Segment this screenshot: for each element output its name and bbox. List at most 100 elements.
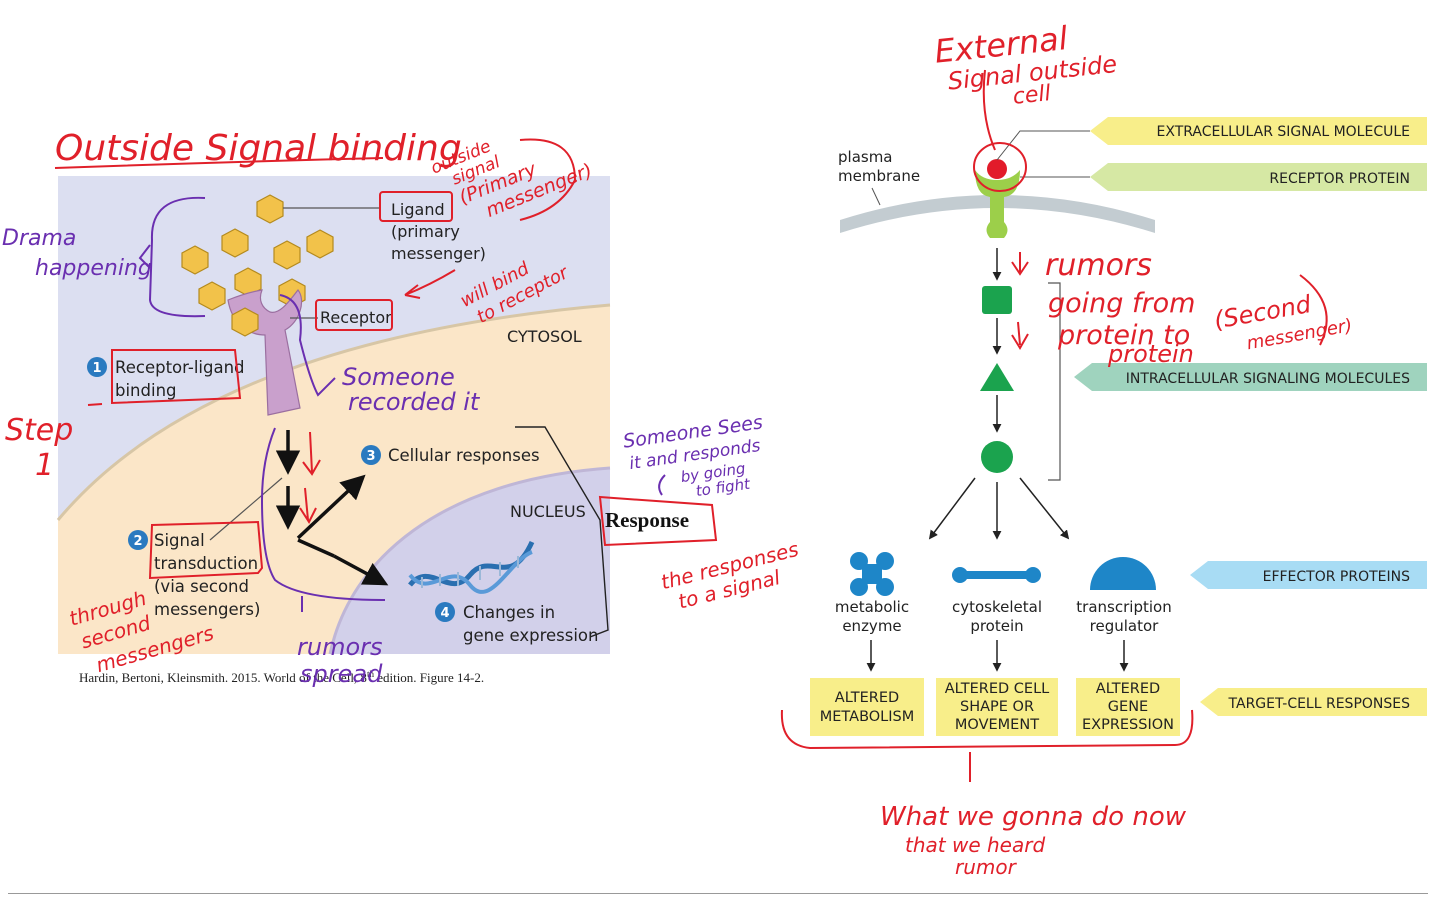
circle-signaling-molecule-icon	[981, 441, 1013, 473]
annotation-paren	[1299, 274, 1328, 346]
annotation-rumors: protein to	[1057, 320, 1190, 351]
ligand-hexagon	[273, 240, 301, 270]
annotation-line	[982, 69, 996, 151]
annotation-bracket	[780, 709, 1194, 750]
step-4-label: Changes in	[463, 603, 555, 622]
annotation-the-responses: the responses to a signal	[658, 537, 801, 614]
effector-label: protein	[970, 617, 1023, 635]
response-box-gene-expression	[1076, 678, 1180, 736]
step-1-badge	[87, 357, 107, 377]
banner-receptor	[1090, 163, 1427, 191]
banner-target-label: TARGET-CELL RESPONSES	[1228, 696, 1411, 712]
annotation-someone-recorded: Someone	[342, 363, 455, 391]
response-label: Response	[605, 508, 689, 532]
step-2-number: 2	[133, 534, 142, 549]
annotation-what-we: rumor	[955, 855, 1018, 879]
annotation-step: Step	[5, 413, 73, 448]
step-2-badge	[128, 530, 148, 550]
annotation-rumors-spread: rumors	[297, 633, 383, 661]
banner-receptor-label: RECEPTOR PROTEIN	[1269, 171, 1410, 187]
plasma-membrane-label: membrane	[838, 167, 920, 185]
figure-caption: Hardin, Bertoni, Kleinsmith. 2015. World…	[79, 669, 484, 685]
membrane-leader-line	[871, 187, 881, 206]
annotation-drama: Drama	[2, 226, 76, 251]
receptor-label: Receptor	[320, 308, 392, 327]
plasma-membrane-label: plasma	[838, 148, 893, 166]
response-text: ALTERED CELL	[945, 681, 1049, 697]
triangle-signaling-molecule-icon	[980, 363, 1014, 391]
annotation-drama: happening	[35, 256, 152, 281]
banner-effector	[1190, 561, 1427, 589]
effector-label: cytoskeletal	[952, 598, 1042, 616]
banner-target	[1200, 688, 1427, 716]
left-annotations: Outside Signal binding Drama happening o…	[2, 128, 801, 688]
annotation-rumors: rumors	[1045, 248, 1152, 283]
step-3-label: Cellular responses	[388, 446, 540, 465]
response-text: ALTERED	[835, 690, 899, 706]
annotation-underline	[54, 157, 384, 169]
annotation-paren	[658, 474, 666, 496]
annotation-arrowhead	[138, 244, 151, 269]
receptor-protein	[227, 289, 303, 416]
annotation-dash	[87, 403, 103, 406]
ligand-label: (primary	[391, 222, 460, 241]
plasma-membrane	[840, 195, 1155, 233]
annotation-step: 1	[35, 448, 54, 483]
nuclear-envelope	[328, 466, 611, 655]
banner-extracellular-label: EXTRACELLULAR SIGNAL MOLECULE	[1157, 124, 1410, 140]
step-3-badge	[361, 445, 381, 465]
cytoskeletal-protein-icon	[952, 567, 1041, 583]
step-2-label: transduction	[154, 554, 258, 573]
effector-label: metabolic	[835, 598, 909, 616]
step-2-label: messengers)	[154, 600, 260, 619]
right-figure: plasma membrane EXTRACELLULAR SIGNAL MOL…	[810, 117, 1427, 736]
step-4-label: gene expression	[463, 626, 598, 645]
banner-intracellular-label: INTRACELLULAR SIGNALING MOLECULES	[1126, 371, 1410, 387]
annotation-box-receptor	[315, 299, 393, 331]
annotation-bracket	[279, 294, 336, 397]
ligand-hexagon	[306, 229, 334, 259]
step-4-badge	[435, 602, 455, 622]
ligand-hexagon	[181, 245, 209, 275]
response-text: ALTERED	[1096, 681, 1160, 697]
transcription-regulator-icon	[1090, 557, 1156, 590]
response-text: METABOLISM	[820, 709, 915, 725]
dna-helix-icon	[408, 540, 535, 594]
annotation-rumors: going from	[1048, 288, 1195, 319]
metabolic-enzyme-icon	[850, 552, 894, 596]
annotation-someone-sees: Someone Sees it and responds by going to…	[622, 411, 764, 500]
effector-label: regulator	[1090, 617, 1160, 635]
square-signaling-molecule-icon	[982, 286, 1012, 314]
leader-line	[996, 130, 1090, 161]
step-3-number: 3	[366, 449, 375, 464]
annotation-bracket	[260, 427, 386, 601]
left-figure: Ligand (primary messenger) Receptor CYTO…	[56, 176, 689, 685]
effector-label: transcription	[1076, 598, 1171, 616]
ligand-label: messenger)	[391, 244, 486, 263]
annotation-external: External Signal outside cell	[933, 19, 1119, 110]
annotation-outside-signal-binding: Outside Signal binding	[55, 128, 462, 169]
ligand-hexagon	[256, 194, 284, 224]
effector-label: enzyme	[842, 617, 901, 635]
annotation-box-step1	[111, 349, 242, 405]
step-1-label: Receptor-ligand	[115, 358, 245, 377]
annotation-arrow	[404, 269, 456, 299]
ligand-hexagon	[198, 281, 226, 311]
ligand-label: Ligand	[391, 200, 445, 219]
intracellular-bracket	[1048, 282, 1061, 481]
step-1-number: 1	[92, 361, 101, 376]
cell-membrane	[56, 303, 611, 521]
cascade-arrows	[866, 248, 1129, 672]
response-bracket	[515, 426, 609, 638]
banner-extracellular	[1090, 117, 1427, 145]
response-text: SHAPE OR	[960, 699, 1034, 715]
annotation-what-we: What we gonna do now	[880, 802, 1187, 832]
page-divider	[8, 893, 1428, 894]
response-box-metabolism	[810, 678, 924, 736]
response-text: GENE	[1108, 699, 1148, 715]
annotation-bracket	[148, 196, 206, 318]
annotation-paren	[519, 138, 577, 221]
annotation-arrow	[302, 431, 321, 476]
annotation-box-response	[598, 495, 718, 547]
transduction-arrows	[275, 430, 389, 586]
